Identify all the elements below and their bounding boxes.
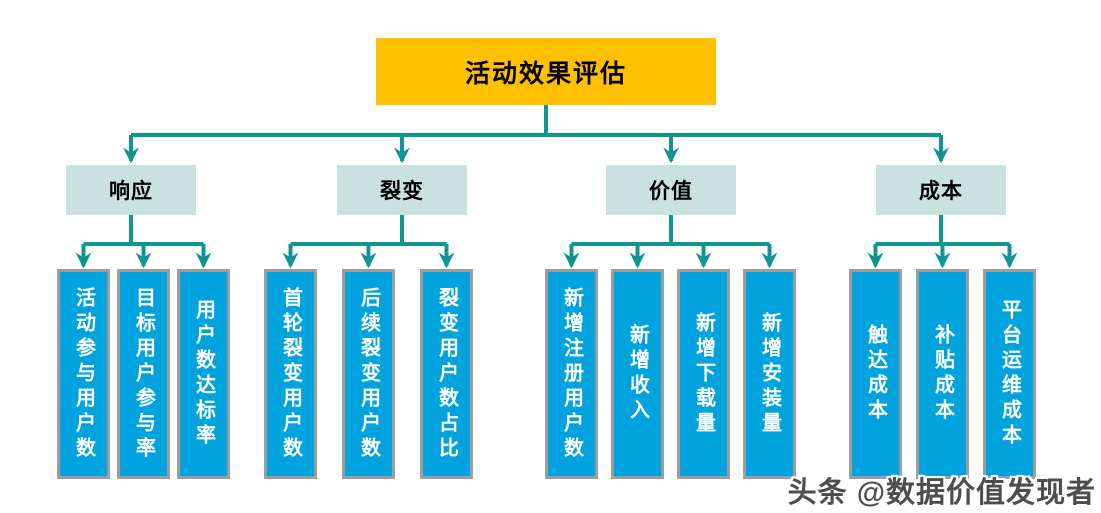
root-node-activity-effect-evaluation: 活动效果评估	[376, 38, 716, 105]
leaf-node-fission-user-ratio: 裂变用户数占比	[420, 269, 473, 479]
branch-node-fission: 裂变	[337, 165, 467, 215]
leaf-node-subsequent-fission-users: 后续裂变用户数	[342, 269, 395, 479]
leaf-node-first-round-fission-users: 首轮裂变用户数	[264, 269, 317, 479]
branch-node-response: 响应	[66, 165, 196, 215]
leaf-node-activity-participant-count: 活动参与用户数	[57, 269, 110, 479]
leaf-node-new-downloads: 新增下载量	[677, 269, 730, 479]
branch-node-cost: 成本	[876, 165, 1006, 215]
leaf-node-platform-ops-cost: 平台运维成本	[983, 269, 1036, 479]
watermark-credit: 头条 @数据价值发现者	[787, 477, 1096, 509]
leaf-node-target-user-participation-rate: 目标用户参与率	[117, 269, 170, 479]
branch-node-value: 价值	[606, 165, 736, 215]
leaf-node-new-revenue: 新增收入	[611, 269, 664, 479]
leaf-node-user-count-attainment-rate: 用户数达标率	[177, 269, 230, 479]
leaf-node-subsidy-cost: 补贴成本	[916, 269, 969, 479]
leaf-node-reach-cost: 触达成本	[849, 269, 902, 479]
leaf-node-new-registered-users: 新增注册用户数	[545, 269, 598, 479]
leaf-node-new-installs: 新增安装量	[743, 269, 796, 479]
